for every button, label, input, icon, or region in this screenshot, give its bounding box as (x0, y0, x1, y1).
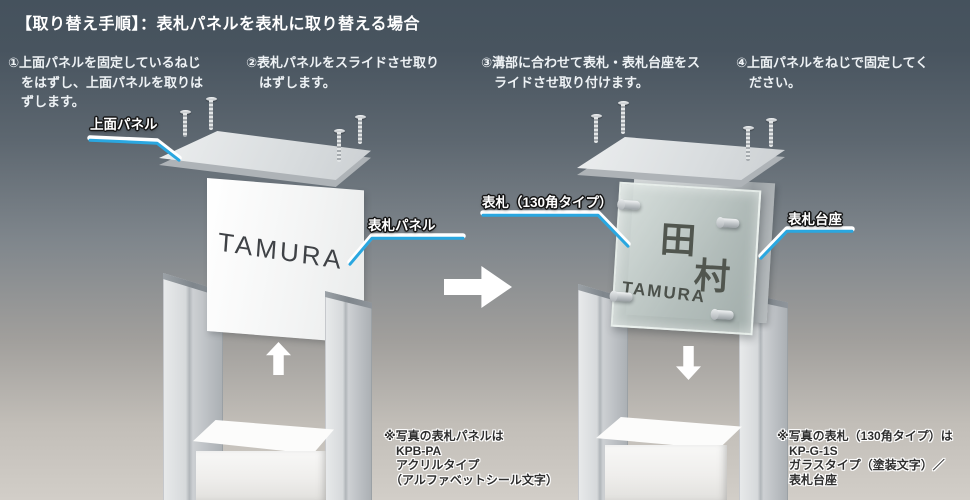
standoff-pin (716, 217, 740, 229)
nameplate-panel-text: TAMURA (217, 226, 345, 276)
screw-shank (337, 132, 341, 162)
screw-head (742, 126, 754, 130)
screw-shank (183, 113, 187, 137)
label-nameplate-130: 表札（130角タイプ） (482, 195, 613, 210)
screw-shank (358, 118, 362, 144)
base-box-front (605, 445, 727, 500)
screw-head (765, 118, 777, 122)
screw-head (354, 115, 366, 119)
screw (742, 126, 754, 161)
screw-head (617, 101, 629, 105)
label-nameplate-panel: 表札パネル (368, 218, 436, 233)
screw (354, 115, 366, 144)
screw (590, 114, 602, 143)
screw (617, 101, 629, 134)
glass-nameplate: 田 村 TAMURA (610, 181, 762, 336)
screw (333, 129, 345, 162)
standoff-pin (617, 199, 641, 211)
screw-shank (594, 117, 598, 143)
screw-head (205, 97, 217, 101)
step-1-text: ①上面パネルを固定しているねじ をはずし、上面パネルを取りは ずします。 (8, 55, 204, 109)
screw-shank (621, 104, 625, 134)
glass-kanji-1: 田 (658, 218, 698, 262)
screw-head (590, 114, 602, 118)
step-4-text: ④上面パネルをねじで固定してく ださい。 (736, 55, 929, 90)
leader-nameplate-panel (347, 233, 466, 266)
screw-shank (209, 100, 213, 130)
label-nameplate-base: 表札台座 (788, 212, 842, 227)
leader-nameplate-130 (480, 210, 631, 248)
transition-arrow-icon (444, 266, 512, 308)
screw-shank (746, 129, 750, 161)
screw (765, 118, 777, 147)
down-arrow-icon (676, 346, 701, 380)
leader-nameplate-base (758, 226, 855, 260)
base-box-front (196, 451, 326, 500)
screw (179, 110, 191, 137)
label-top-panel: 上面パネル (90, 117, 158, 132)
step-3-text: ③溝部に合わせて表札・表札台座をス ライドさせ取り付けます。 (481, 55, 701, 90)
standoff-pin (610, 291, 633, 302)
note-right: ※写真の表札（130角タイプ）は KP-G-1S ガラスタイプ（塗装文字）／ 表… (777, 429, 953, 487)
screw (205, 97, 217, 130)
up-arrow-icon (266, 342, 291, 375)
screw-head (179, 110, 191, 114)
rail-right (325, 291, 372, 500)
screw-head (333, 129, 345, 133)
standoff-pin (711, 309, 734, 321)
screw-shank (769, 121, 773, 147)
note-left: ※写真の表札パネルは KPB-PA アクリルタイプ （アルファベットシール文字） (384, 429, 558, 487)
page-title: 【取り替え手順】：表札パネルを表札に取り替える場合 (16, 16, 421, 33)
step-2-text: ②表札パネルをスライドさせ取り はずします。 (246, 55, 440, 90)
